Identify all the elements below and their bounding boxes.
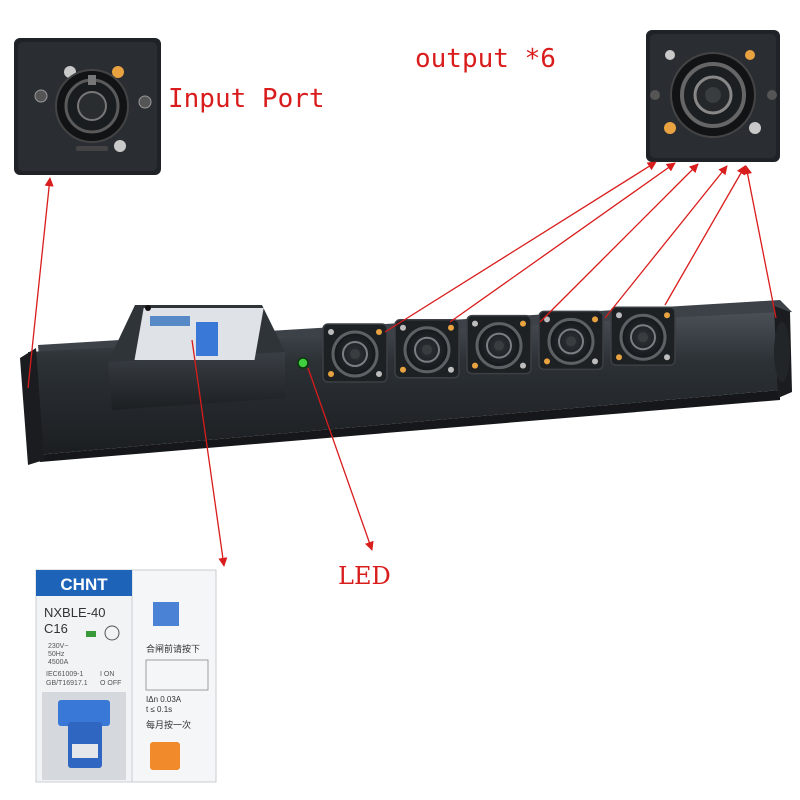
outlet-5: [610, 306, 676, 366]
breaker-spec-frequency: 50Hz: [48, 651, 65, 658]
outlet-2: [394, 319, 460, 379]
input-port-photo: [14, 38, 161, 175]
outlet-4: [538, 310, 604, 371]
breaker-on-label: I ON: [100, 671, 114, 678]
led-indicator-icon: [297, 357, 309, 369]
breaker-standard-gb: GB/T16917.1: [46, 680, 88, 687]
breaker-photo: CHNT NXBLE-40 C16 230V~ 50Hz 4500A IEC61…: [35, 569, 217, 783]
breaker-housing: [108, 305, 285, 410]
breaker-switch-icon: [42, 692, 126, 780]
arrow-to-breaker: [191, 339, 228, 567]
led-label: LED: [338, 562, 391, 590]
breaker-off-label: O OFF: [100, 680, 121, 687]
output-count-label: output *6: [415, 44, 556, 74]
outlet-group: [322, 306, 676, 383]
arrow-to-input: [27, 177, 54, 389]
breaker-monthly-text: 每月按一次: [146, 719, 191, 731]
input-connector-icon: [55, 69, 129, 151]
outlet-3: [466, 314, 532, 375]
arrow-to-led: [307, 367, 374, 551]
output-port-photo: [646, 30, 780, 162]
breaker-model: NXBLE-40: [44, 605, 105, 620]
breaker-rating: C16: [44, 621, 68, 636]
breaker-spec-capacity: 4500A: [48, 659, 69, 666]
arrow-output-1: [384, 161, 657, 333]
breaker-sensitivity: IΔn 0.03A: [146, 695, 182, 704]
breaker-trip-time: t ≤ 0.1s: [146, 705, 172, 714]
arrow-output-2: [449, 162, 676, 323]
breaker-spec-voltage: 230V~: [48, 643, 68, 650]
input-port-label: Input Port: [168, 84, 325, 114]
breaker-test-text: 合闸前请按下: [146, 643, 200, 655]
outlet-1: [322, 323, 388, 383]
breaker-standard-iec: IEC61009-1: [46, 671, 83, 678]
led-indicator: [297, 357, 309, 369]
arrow-output-5: [664, 165, 746, 306]
output-connector-icon: [670, 52, 756, 138]
annotation-arrows: [27, 161, 777, 567]
arrow-output-6: [743, 165, 777, 319]
breaker-brand: CHNT: [60, 575, 108, 594]
arrow-output-4: [604, 165, 728, 319]
arrow-output-3: [539, 163, 699, 323]
